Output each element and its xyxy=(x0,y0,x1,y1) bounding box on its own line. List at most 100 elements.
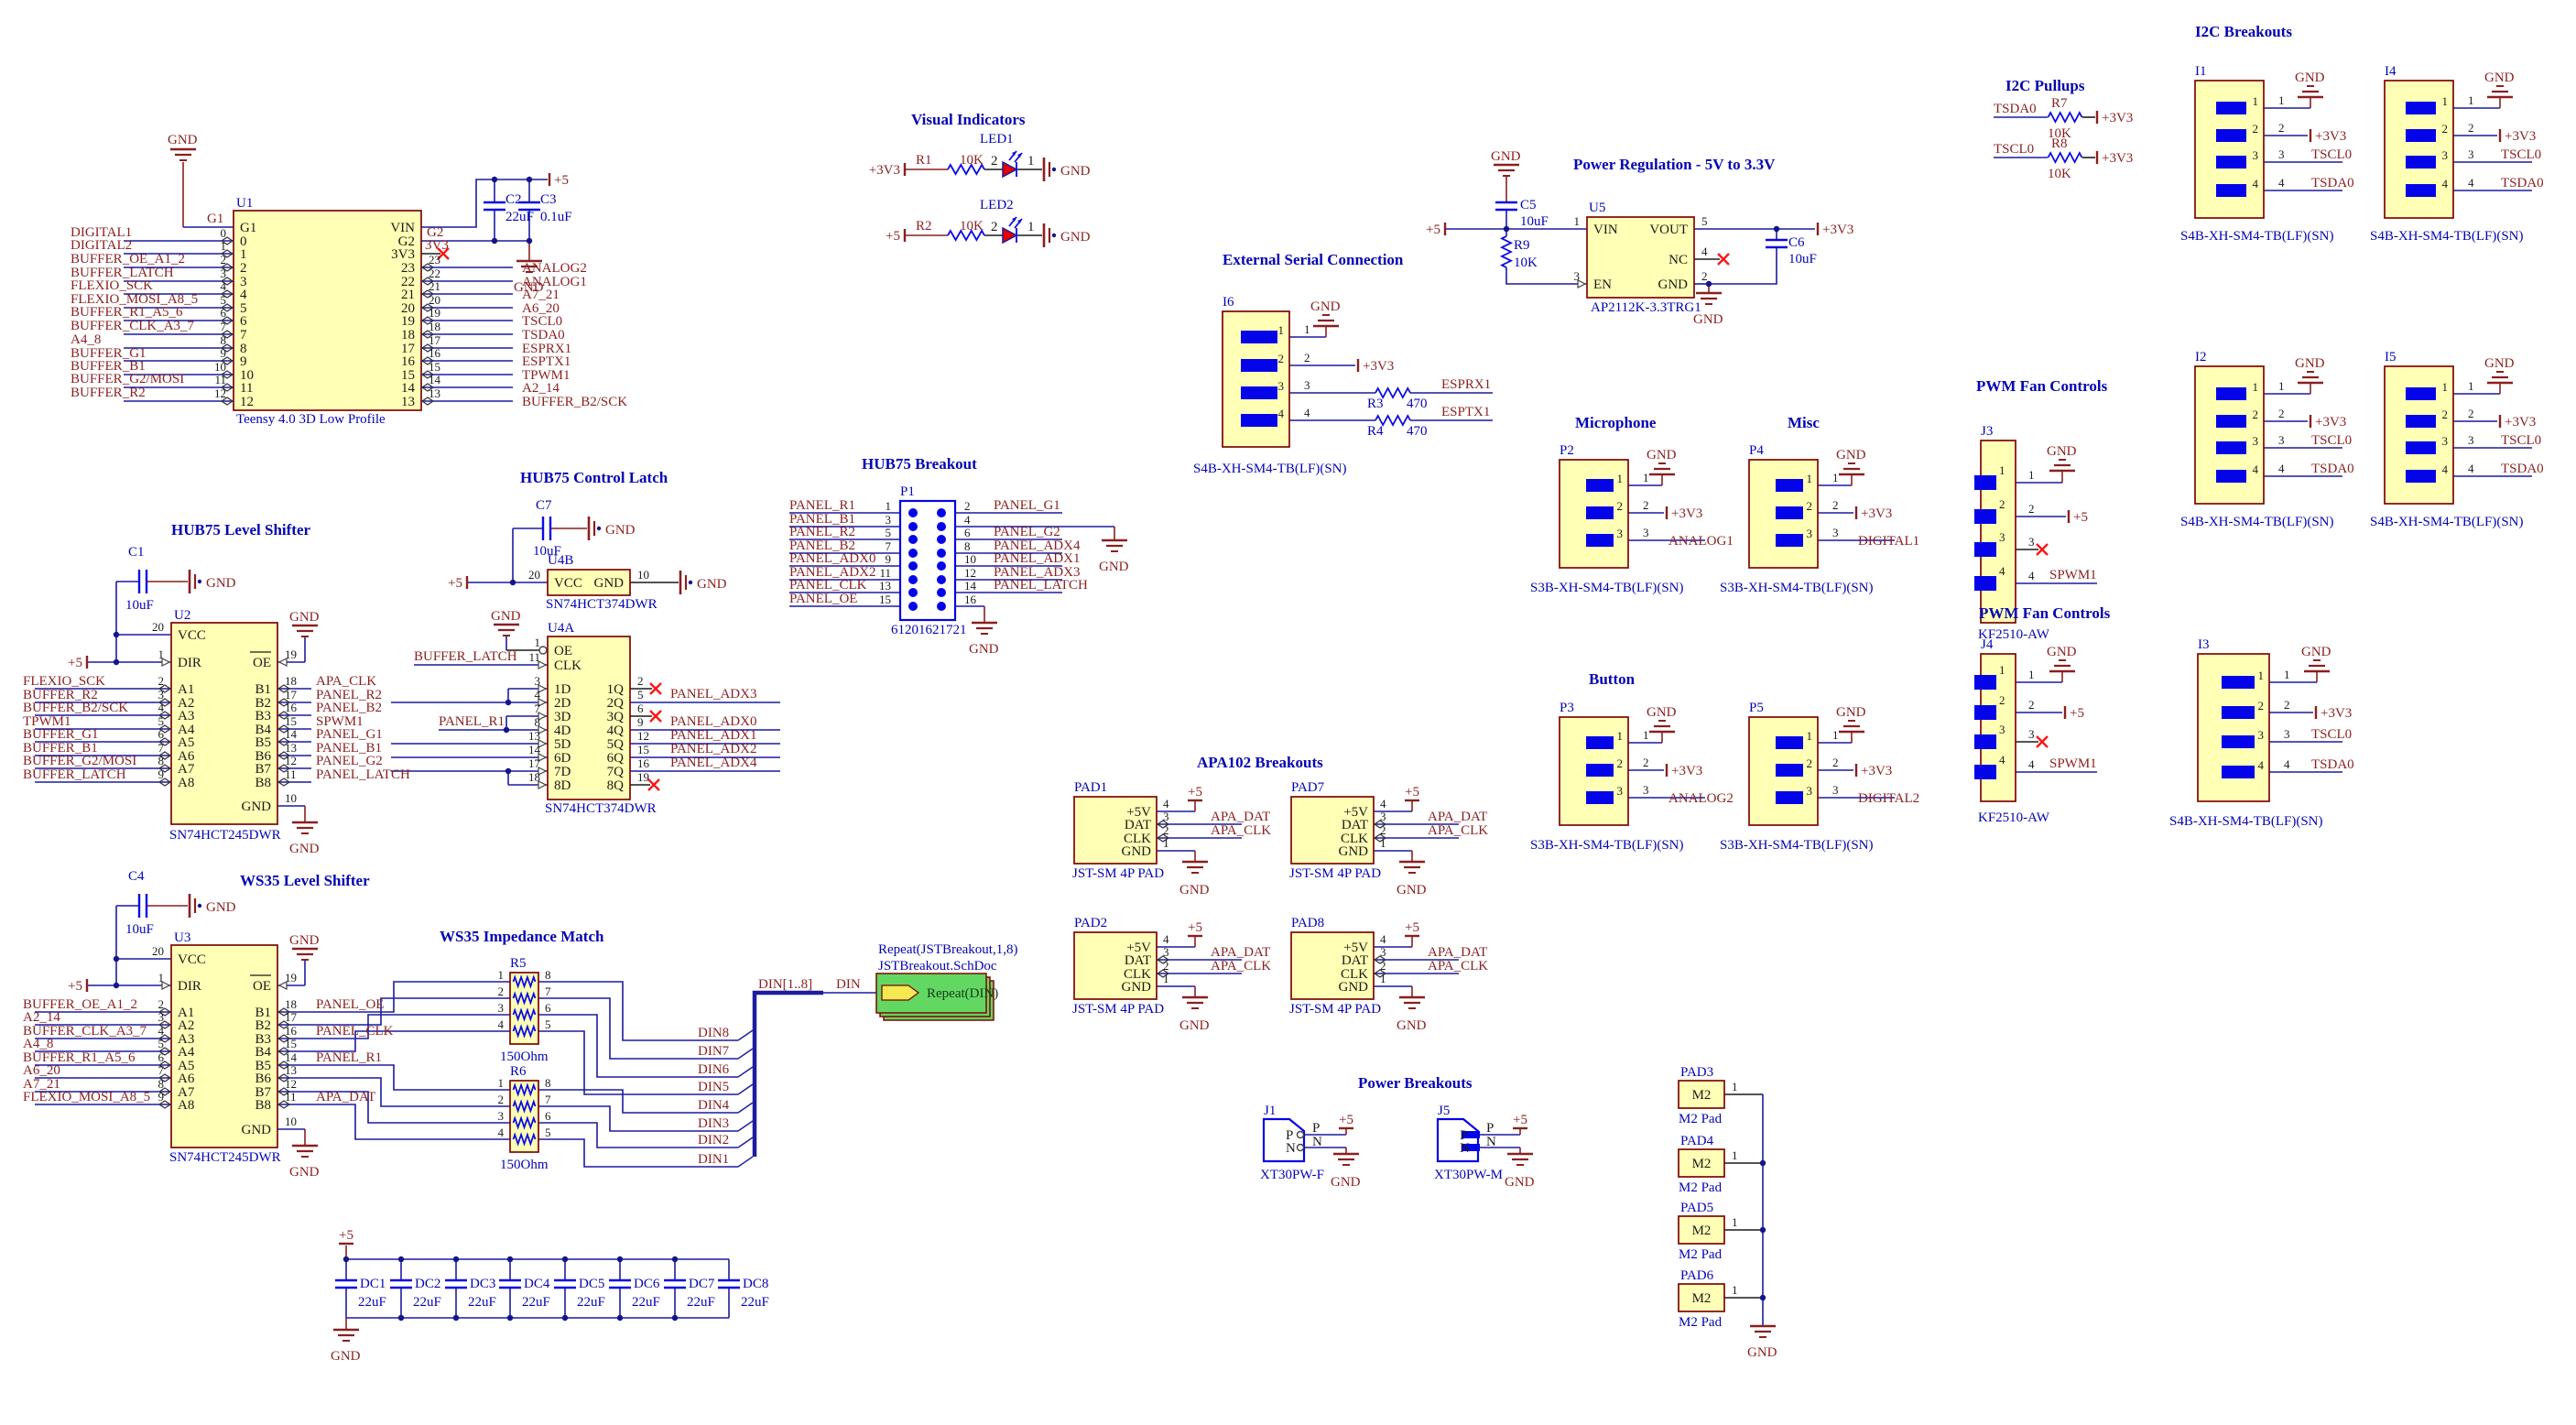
component-label[interactable]: 2 xyxy=(991,220,998,234)
component-label[interactable]: 1 xyxy=(1027,220,1035,234)
net-label[interactable]: A6_20 xyxy=(23,1063,60,1078)
resistor-R7[interactable] xyxy=(2047,111,2083,124)
net-label[interactable]: TSDA0 xyxy=(1994,102,2037,116)
net-label[interactable]: TSDA0 xyxy=(2501,462,2544,476)
ground-symbol[interactable]: GND xyxy=(1491,149,1521,177)
net-label[interactable]: PANEL_B2 xyxy=(316,701,382,715)
net-label[interactable]: A2_14 xyxy=(522,381,560,396)
component-label[interactable]: P xyxy=(1312,1121,1320,1136)
component-label[interactable]: P xyxy=(1460,1128,1467,1143)
power-flag[interactable]: +3V3 xyxy=(1356,359,1394,374)
wire[interactable] xyxy=(538,981,738,1041)
net-label[interactable]: ANALOG1 xyxy=(1668,534,1734,549)
ic-body[interactable] xyxy=(547,569,631,596)
ic-U2[interactable]: U2SN74HCT245DWR20VCC1DIR2A13A24A35A46A57… xyxy=(35,608,311,843)
net-label[interactable]: BUFFER_OE_A1_2 xyxy=(71,252,185,267)
ground-symbol[interactable]: GND xyxy=(1836,705,1866,734)
section-title[interactable]: PWM Fan Controls xyxy=(1979,604,2111,622)
net-label[interactable]: TSDA0 xyxy=(2311,757,2354,772)
resistor-zigzag-icon[interactable] xyxy=(1375,414,1411,427)
power-flag[interactable]: +5 xyxy=(2063,706,2084,721)
ground-symbol[interactable]: GND xyxy=(1042,158,1091,181)
net-label[interactable]: BUFFER_LATCH xyxy=(71,266,174,280)
net-label[interactable]: PANEL_G2 xyxy=(994,525,1060,539)
net-label[interactable]: TSDA0 xyxy=(2501,176,2544,190)
net-label[interactable]: TPWM1 xyxy=(522,368,571,383)
net-label[interactable]: BUFFER_CLK_A3_7 xyxy=(71,319,195,333)
net-label[interactable]: PANEL_CLK xyxy=(789,578,867,593)
ground-symbol[interactable]: GND xyxy=(1505,1152,1535,1190)
ground-symbol[interactable]: GND xyxy=(587,517,636,540)
net-label[interactable]: A7_21 xyxy=(522,288,560,302)
ground-symbol[interactable]: GND xyxy=(188,570,236,593)
net-label[interactable]: FLEXIO_SCK xyxy=(71,278,153,293)
ground-symbol[interactable]: GND xyxy=(969,621,999,657)
ground-symbol[interactable]: GND xyxy=(168,133,198,161)
component-label[interactable]: 10K xyxy=(1514,256,1538,270)
led-LED2[interactable]: LED2 xyxy=(980,198,1023,245)
ground-symbol[interactable]: GND xyxy=(1042,223,1091,247)
net-label[interactable]: PANEL_ADX2 xyxy=(789,565,875,580)
wire[interactable] xyxy=(737,1156,754,1168)
net-label[interactable]: DIN6 xyxy=(698,1062,730,1077)
net-label[interactable]: ESPTX1 xyxy=(522,354,571,369)
net-label[interactable]: PANEL_CLK xyxy=(316,1024,394,1039)
net-label[interactable]: DIGITAL1 xyxy=(71,225,132,240)
component-label[interactable]: R4 xyxy=(1367,424,1384,439)
component-label[interactable]: 1 xyxy=(1027,154,1035,169)
m2-pad-body[interactable] xyxy=(1678,1080,1725,1109)
component-label[interactable]: R3 xyxy=(1367,397,1384,411)
net-label[interactable]: TPWM1 xyxy=(23,714,71,729)
ic-body[interactable] xyxy=(170,944,278,1148)
ground-symbol[interactable]: GND xyxy=(1647,448,1677,476)
ground-symbol[interactable]: GND xyxy=(1179,995,1210,1033)
power-flag[interactable]: +3V3 xyxy=(2314,706,2352,721)
wire[interactable] xyxy=(752,990,823,1157)
resistor-zigzag-icon[interactable] xyxy=(2047,111,2083,124)
net-label[interactable]: DIN1 xyxy=(698,1152,729,1167)
section-title[interactable]: APA102 Breakouts xyxy=(1197,754,1323,771)
jst-pad-body[interactable] xyxy=(1290,796,1375,865)
net-label[interactable]: BUFFER_B1 xyxy=(71,359,146,374)
net-label[interactable]: A4_8 xyxy=(71,332,101,347)
net-label[interactable]: BUFFER_B2/SCK xyxy=(23,701,128,715)
net-label[interactable]: DIN4 xyxy=(698,1098,730,1113)
net-label[interactable]: DIN7 xyxy=(698,1044,730,1059)
net-label[interactable]: BUFFER_CLK_A3_7 xyxy=(23,1024,147,1039)
wire[interactable] xyxy=(277,1077,510,1107)
wire[interactable] xyxy=(277,1030,510,1052)
ground-symbol[interactable]: GND xyxy=(1836,448,1866,476)
component-label[interactable]: P xyxy=(1286,1128,1293,1143)
section-title[interactable]: PWM Fan Controls xyxy=(1976,377,2108,395)
net-label[interactable]: PANEL_LATCH xyxy=(994,578,1088,593)
component-label[interactable]: 10K xyxy=(2048,126,2071,141)
net-label[interactable]: BUFFER_G1 xyxy=(71,346,147,361)
component-label[interactable]: R9 xyxy=(1514,238,1530,253)
net-label[interactable]: DIN8 xyxy=(698,1026,729,1040)
net-label[interactable]: A2_14 xyxy=(23,1010,60,1025)
wire[interactable] xyxy=(277,981,510,1013)
net-label[interactable]: DIGITAL1 xyxy=(1858,534,1919,549)
ground-symbol[interactable]: GND xyxy=(1331,1152,1361,1190)
section-title[interactable]: HUB75 Control Latch xyxy=(520,469,668,486)
section-title[interactable]: WS35 Impedance Match xyxy=(440,928,604,945)
net-label[interactable]: BUFFER_B2/SCK xyxy=(522,395,627,409)
section-title[interactable]: Power Breakouts xyxy=(1358,1074,1473,1092)
power-flag[interactable]: +3V3 xyxy=(2309,129,2346,144)
net-label[interactable]: TSCL0 xyxy=(2311,147,2352,162)
net-label[interactable]: PANEL_R1 xyxy=(439,714,505,729)
section-title[interactable]: External Serial Connection xyxy=(1223,251,1404,268)
net-label[interactable]: BUFFER_R2 xyxy=(23,688,98,702)
net-label[interactable]: APA_DAT xyxy=(1211,945,1270,960)
component-label[interactable]: 2 xyxy=(991,154,998,169)
net-label[interactable]: ESPRX1 xyxy=(522,342,571,356)
resistor-zigzag-icon[interactable] xyxy=(2047,151,2083,164)
sheet-symbol[interactable]: Repeat(JSTBreakout,1,8)JSTBreakout.SchDo… xyxy=(875,942,1017,1021)
